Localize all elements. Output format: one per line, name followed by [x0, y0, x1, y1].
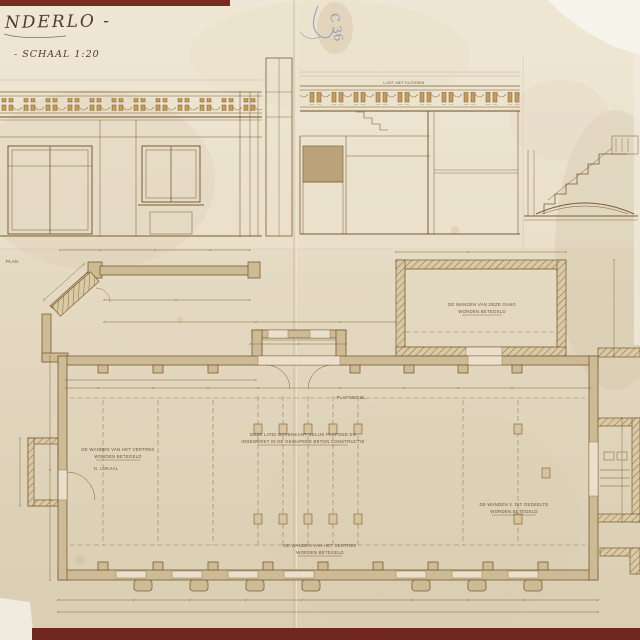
title-line2: - SCHAAL 1:20	[14, 49, 100, 60]
top-right-room	[395, 259, 640, 358]
annotation-topright-l1: DE WANDEN VAN DEZE GANG	[448, 302, 516, 307]
bottom-windows	[115, 570, 539, 579]
door-opening-dark	[302, 145, 344, 183]
annotation-right-l2: WORDEN BETEGELD	[490, 509, 537, 514]
dimension-lines	[18, 248, 624, 614]
ceiling-label: PLAFOND BL.	[337, 395, 368, 400]
red-strip-bottom	[32, 628, 640, 640]
plan-annotations: DE WANDEN VAN HET VERTREK WORDEN BETEGEL…	[81, 302, 548, 557]
stair-detail	[524, 135, 639, 221]
title-flourish	[3, 33, 67, 38]
main-hall-walls	[57, 355, 599, 581]
cornice-bracket-band-right	[300, 92, 520, 105]
annotation-bottom-l2: WORDEN BETEGELD	[296, 550, 343, 555]
pencil-note-text: C 36	[327, 12, 346, 42]
right-bay	[597, 417, 640, 575]
room-label: N. LOKAAL	[94, 466, 119, 471]
wall-to-sheet-edge	[597, 347, 640, 358]
stair-steps	[543, 153, 627, 214]
annotation-center-l1: DEZE LATEI BOVENKANT GELIJK PLAFOND EN	[250, 432, 356, 437]
annotation-center-l2: INGEWERKT IN DE GEWAPEND BETON CONSTRUCT…	[241, 439, 364, 444]
wall-piers	[97, 364, 549, 571]
title-line1: NDERLO -	[4, 11, 111, 33]
elevation-window-1	[7, 145, 93, 235]
annotation-right-l1: DE WANDEN V. DIT GEDEELTE	[479, 502, 548, 507]
entrance-porch	[251, 329, 347, 366]
plan-corner-label: PLAN	[6, 259, 18, 264]
left-annex	[27, 437, 96, 507]
red-strip-top	[0, 0, 230, 6]
pencil-scribble	[312, 5, 335, 39]
annotation-topright-l2: WORDEN BETEGELD	[458, 309, 505, 314]
arch-outer	[535, 202, 635, 215]
annotation-left-l1: DE WANDEN VAN HET VERTREK	[81, 447, 154, 452]
step-profile	[356, 111, 388, 131]
floor-plan: PLAN	[6, 248, 640, 614]
torn-corner	[548, 0, 640, 55]
title-block: NDERLO - - SCHAAL 1:20	[4, 11, 111, 60]
door-swing-arc	[66, 471, 96, 501]
elevation-right: LIJST MET KLOSSEN	[299, 71, 520, 235]
annotation-bottom-l1: DE WANDEN VAN HET VERTREK	[283, 543, 356, 548]
bottom-buttresses	[133, 579, 543, 592]
arch-inner	[541, 205, 629, 215]
section-strip	[265, 57, 293, 237]
cornice-note: LIJST MET KLOSSEN	[383, 81, 424, 85]
stair-rail	[547, 147, 613, 201]
pencil-note: C 36	[299, 5, 346, 42]
porch-door-arcs	[265, 364, 333, 390]
annotation-left-l2: WORDEN BETEGELD	[94, 454, 141, 459]
hall-left-wall	[57, 355, 68, 581]
elevation-window-2	[138, 145, 204, 235]
cornice-bracket-band	[0, 98, 262, 111]
column-pads	[253, 423, 551, 525]
elevation-left	[0, 79, 262, 237]
